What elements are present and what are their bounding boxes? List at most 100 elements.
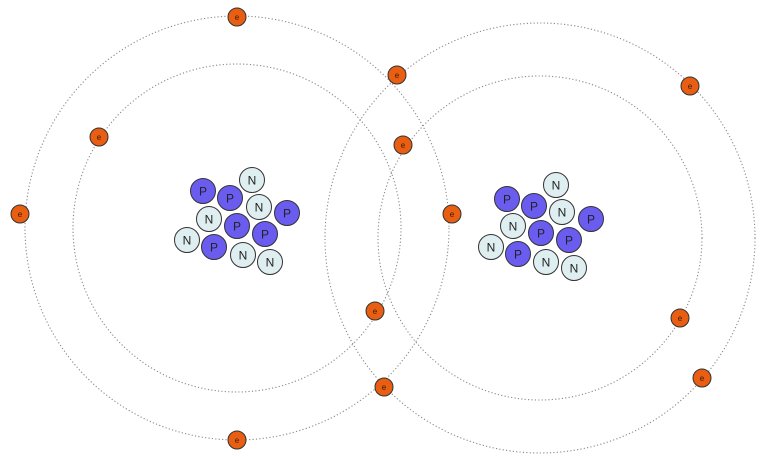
electron-label: e [700, 374, 705, 383]
neutron-circle [257, 249, 283, 275]
electron-label: e [373, 307, 378, 316]
electrons-layer: e e e e e e e e e e e e [10, 7, 712, 450]
electron-circle [365, 301, 385, 321]
electron-label: e [395, 71, 400, 80]
proton: P [190, 178, 216, 204]
neutron-circle [196, 206, 222, 232]
neutron: N [246, 194, 272, 220]
electron-circle [670, 308, 690, 328]
proton-circle [528, 220, 554, 246]
electron-circle [374, 377, 394, 397]
atom-2-shell-1 [377, 75, 703, 401]
neutron-label: N [487, 241, 496, 255]
electron-label: e [688, 82, 693, 91]
atom-2-shell-2 [324, 22, 756, 454]
electron: e [393, 135, 413, 155]
proton: P [494, 186, 520, 212]
neutron: N [257, 249, 283, 275]
proton: P [252, 221, 278, 247]
neutron-circle [174, 227, 200, 253]
neutron-circle [533, 249, 559, 275]
electron: e [374, 377, 394, 397]
neutron-circle [549, 199, 575, 225]
proton-label: P [261, 228, 269, 242]
proton-label: P [283, 207, 291, 221]
proton-label: P [565, 234, 573, 248]
neutron-label: N [509, 220, 518, 234]
neutron-label: N [552, 179, 561, 193]
proton: P [274, 200, 300, 226]
proton-label: P [226, 192, 234, 206]
electron-label: e [235, 13, 240, 22]
neutron-label: N [255, 201, 264, 215]
electron-label: e [401, 141, 406, 150]
proton: P [224, 213, 250, 239]
neutron: N [549, 199, 575, 225]
neutron-label: N [248, 174, 257, 188]
electron-circle [89, 127, 109, 147]
electron-label: e [678, 314, 683, 323]
proton-label: P [233, 220, 241, 234]
electron: e [10, 204, 30, 224]
electron-label: e [97, 133, 102, 142]
neutron-label: N [205, 213, 214, 227]
neutron-label: N [239, 249, 248, 263]
proton: P [556, 227, 582, 253]
electron-label: e [382, 383, 387, 392]
neutron-circle [500, 213, 526, 239]
electron-circle [442, 204, 462, 224]
electron-label: e [18, 210, 23, 219]
proton: P [217, 185, 243, 211]
neutron: N [478, 234, 504, 260]
neutron: N [239, 167, 265, 193]
electron-circle [227, 430, 247, 450]
neutron-circle [561, 255, 587, 281]
atom-1-shell-1 [72, 63, 402, 393]
neutron: N [174, 227, 200, 253]
electron: e [692, 368, 712, 388]
proton-label: P [199, 185, 207, 199]
proton-circle [521, 193, 547, 219]
electron: e [442, 204, 462, 224]
atom-1-shell-2 [24, 15, 450, 441]
proton-circle [556, 227, 582, 253]
proton-label: P [514, 248, 522, 262]
neutron: N [561, 255, 587, 281]
neutron-circle [246, 194, 272, 220]
electron: e [387, 65, 407, 85]
proton-label: P [537, 227, 545, 241]
electron-label: e [235, 436, 240, 445]
electron: e [227, 7, 247, 27]
proton: P [528, 220, 554, 246]
electron: e [670, 308, 690, 328]
electron: e [89, 127, 109, 147]
proton-circle [494, 186, 520, 212]
electron: e [680, 76, 700, 96]
proton-circle [578, 206, 604, 232]
neutron-label: N [570, 262, 579, 276]
neutron-circle [239, 167, 265, 193]
proton-circle [224, 213, 250, 239]
proton-label: P [530, 200, 538, 214]
electron-circle [680, 76, 700, 96]
proton-circle [274, 200, 300, 226]
electron-circle [393, 135, 413, 155]
proton-circle [201, 234, 227, 260]
proton-label: P [503, 193, 511, 207]
neutron: N [230, 242, 256, 268]
proton-circle [505, 241, 531, 267]
proton: P [578, 206, 604, 232]
neutron: N [500, 213, 526, 239]
proton: P [521, 193, 547, 219]
electron: e [365, 301, 385, 321]
orbits-layer [24, 15, 756, 454]
electron-circle [692, 368, 712, 388]
proton-circle [190, 178, 216, 204]
neutron-circle [478, 234, 504, 260]
proton-label: P [210, 241, 218, 255]
neutron-label: N [266, 256, 275, 270]
